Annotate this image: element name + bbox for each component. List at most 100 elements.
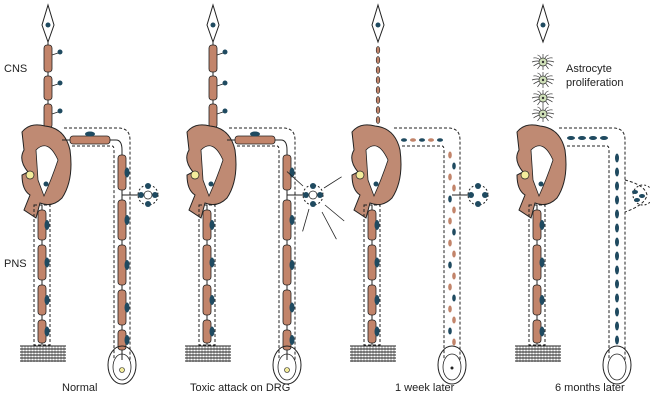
oligodendrocyte — [57, 80, 63, 86]
cns-label: CNS — [4, 63, 28, 75]
caption-toxic: Toxic attack on DRG — [190, 382, 291, 394]
schwann-sheath-sensory — [394, 127, 461, 360]
cns-myelin-segment — [43, 103, 53, 129]
cns-myelin-segment — [208, 75, 218, 101]
degenerating-fragment — [375, 46, 381, 54]
satellite-cell — [468, 192, 474, 198]
schwann-nucleus — [374, 295, 380, 305]
satellite-cell — [482, 192, 488, 198]
cns-myelin-segment — [43, 44, 53, 73]
receptor-terminal — [450, 366, 454, 370]
degenerating-fragment — [448, 195, 452, 203]
satellite-cell — [145, 201, 151, 207]
schwann-sheath-sensory — [229, 127, 296, 360]
satellite-cell — [145, 183, 151, 189]
oligodendrocyte — [222, 108, 228, 114]
degenerating-fragment — [448, 173, 452, 181]
denervated-schwann-cell — [615, 321, 619, 331]
sensory-receptor-inner — [112, 353, 132, 381]
motor-neuron-nucleus — [208, 181, 214, 187]
gray-matter — [365, 145, 389, 198]
schwann-nucleus — [124, 302, 130, 313]
motor-neuron-nucleus — [43, 181, 49, 187]
degenerating-fragment — [375, 56, 381, 64]
cns-myelin-segment — [43, 75, 53, 101]
schwann-nucleus — [250, 131, 260, 137]
panel-toxic — [185, 3, 345, 385]
sensory-receptor-inner — [607, 353, 627, 381]
schwann-nucleus — [124, 260, 130, 270]
degenerating-fragment — [448, 151, 452, 159]
drg-neuron — [308, 190, 318, 200]
schwann-nucleus — [124, 167, 130, 178]
degenerating-fragment — [375, 86, 381, 94]
schwann-nucleus — [44, 220, 50, 230]
schwann-nucleus — [209, 326, 215, 337]
schwann-nucleus — [289, 260, 295, 270]
sensory-receptor — [602, 345, 632, 385]
toxic-burst-line — [302, 208, 310, 232]
nucleus-icon — [540, 22, 546, 28]
schwann-nucleus — [374, 257, 380, 268]
drg-scar — [624, 179, 648, 213]
gray-matter — [530, 145, 554, 198]
astrocyte-nucleus — [541, 112, 545, 116]
panel-normal — [20, 3, 159, 385]
denervated-schwann-cell — [615, 223, 619, 233]
denervated-schwann-cell — [615, 195, 619, 205]
degenerating-fragment — [448, 305, 452, 313]
degenerating-fragment — [452, 272, 456, 280]
schwann-nucleus — [209, 257, 215, 268]
sensory-soma — [190, 170, 200, 180]
panel-week — [350, 3, 489, 385]
degenerating-fragment — [452, 228, 456, 236]
satellite-cell — [632, 190, 638, 194]
denervated-schwann-cell — [615, 153, 619, 163]
schwann-nucleus — [539, 257, 545, 268]
toxic-burst-line — [323, 176, 342, 189]
muscle-fibers — [515, 345, 561, 362]
sensory-receptor — [272, 345, 302, 385]
caption-normal: Normal — [62, 382, 98, 394]
sensory-receptor-inner — [277, 353, 297, 381]
oligodendrocyte — [222, 80, 228, 86]
degenerating-fragment — [375, 106, 381, 114]
sensory-axon — [227, 139, 288, 360]
drg-neuron — [143, 190, 153, 200]
degenerating-fragment — [448, 327, 452, 335]
degenerating-fragment — [375, 116, 381, 124]
satellite-cell — [639, 194, 645, 198]
oligodendrocyte-process — [51, 52, 59, 56]
satellite-cell — [152, 192, 158, 198]
schwann-nucleus — [539, 326, 545, 337]
denervated-schwann-cell — [567, 136, 575, 140]
sensory-axon — [62, 139, 123, 360]
degenerating-fragment — [428, 138, 434, 142]
caption-1-week: 1 week later — [395, 382, 455, 394]
receptor-terminal — [284, 367, 290, 373]
degenerating-fragment — [452, 184, 456, 192]
sensory-receptor-inner — [442, 353, 462, 381]
schwann-sheath-sensory — [559, 127, 626, 360]
schwann-nucleus — [44, 257, 50, 268]
degenerating-fragment — [419, 138, 425, 142]
toxic-burst-line — [286, 171, 304, 187]
denervated-schwann-cell — [615, 335, 619, 345]
muscle-fibers — [185, 345, 231, 362]
oligodendrocyte-process — [216, 111, 224, 115]
schwann-nucleus — [209, 295, 215, 305]
denervated-schwann-cell — [615, 167, 619, 177]
schwann-nucleus — [209, 220, 215, 230]
degenerating-fragment — [375, 96, 381, 104]
oligodendrocyte — [222, 49, 228, 55]
degenerating-fragment — [410, 138, 416, 142]
denervated-schwann-cell — [615, 251, 619, 261]
caption-6-months: 6 months later — [555, 382, 625, 394]
muscle-fibers — [350, 345, 396, 362]
satellite-cell — [317, 192, 323, 198]
panel-months — [515, 3, 650, 385]
nucleus-icon — [45, 22, 51, 28]
schwann-nucleus — [289, 302, 295, 313]
